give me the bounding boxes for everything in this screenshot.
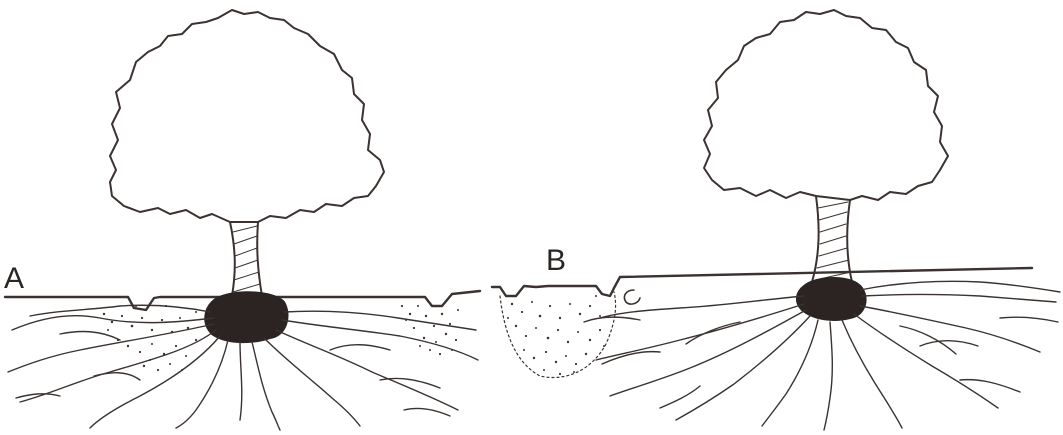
panel-a	[5, 10, 480, 430]
pit-edge-mark	[624, 290, 640, 304]
label-b: B	[546, 246, 566, 276]
soil-pit-b	[500, 292, 616, 378]
panel-b	[492, 10, 1060, 430]
ground-line-b	[492, 268, 1032, 296]
trunk-hatching-b	[815, 202, 851, 280]
trunk-hatching-a	[233, 226, 260, 292]
soil-dots-a-right	[401, 305, 459, 355]
root-ball-b	[797, 278, 866, 320]
tree-canopy-b	[704, 10, 948, 200]
root-ball-a	[205, 292, 287, 342]
label-a: A	[4, 264, 24, 294]
tree-canopy-a	[110, 10, 384, 222]
tree-trunk-b	[812, 196, 852, 282]
